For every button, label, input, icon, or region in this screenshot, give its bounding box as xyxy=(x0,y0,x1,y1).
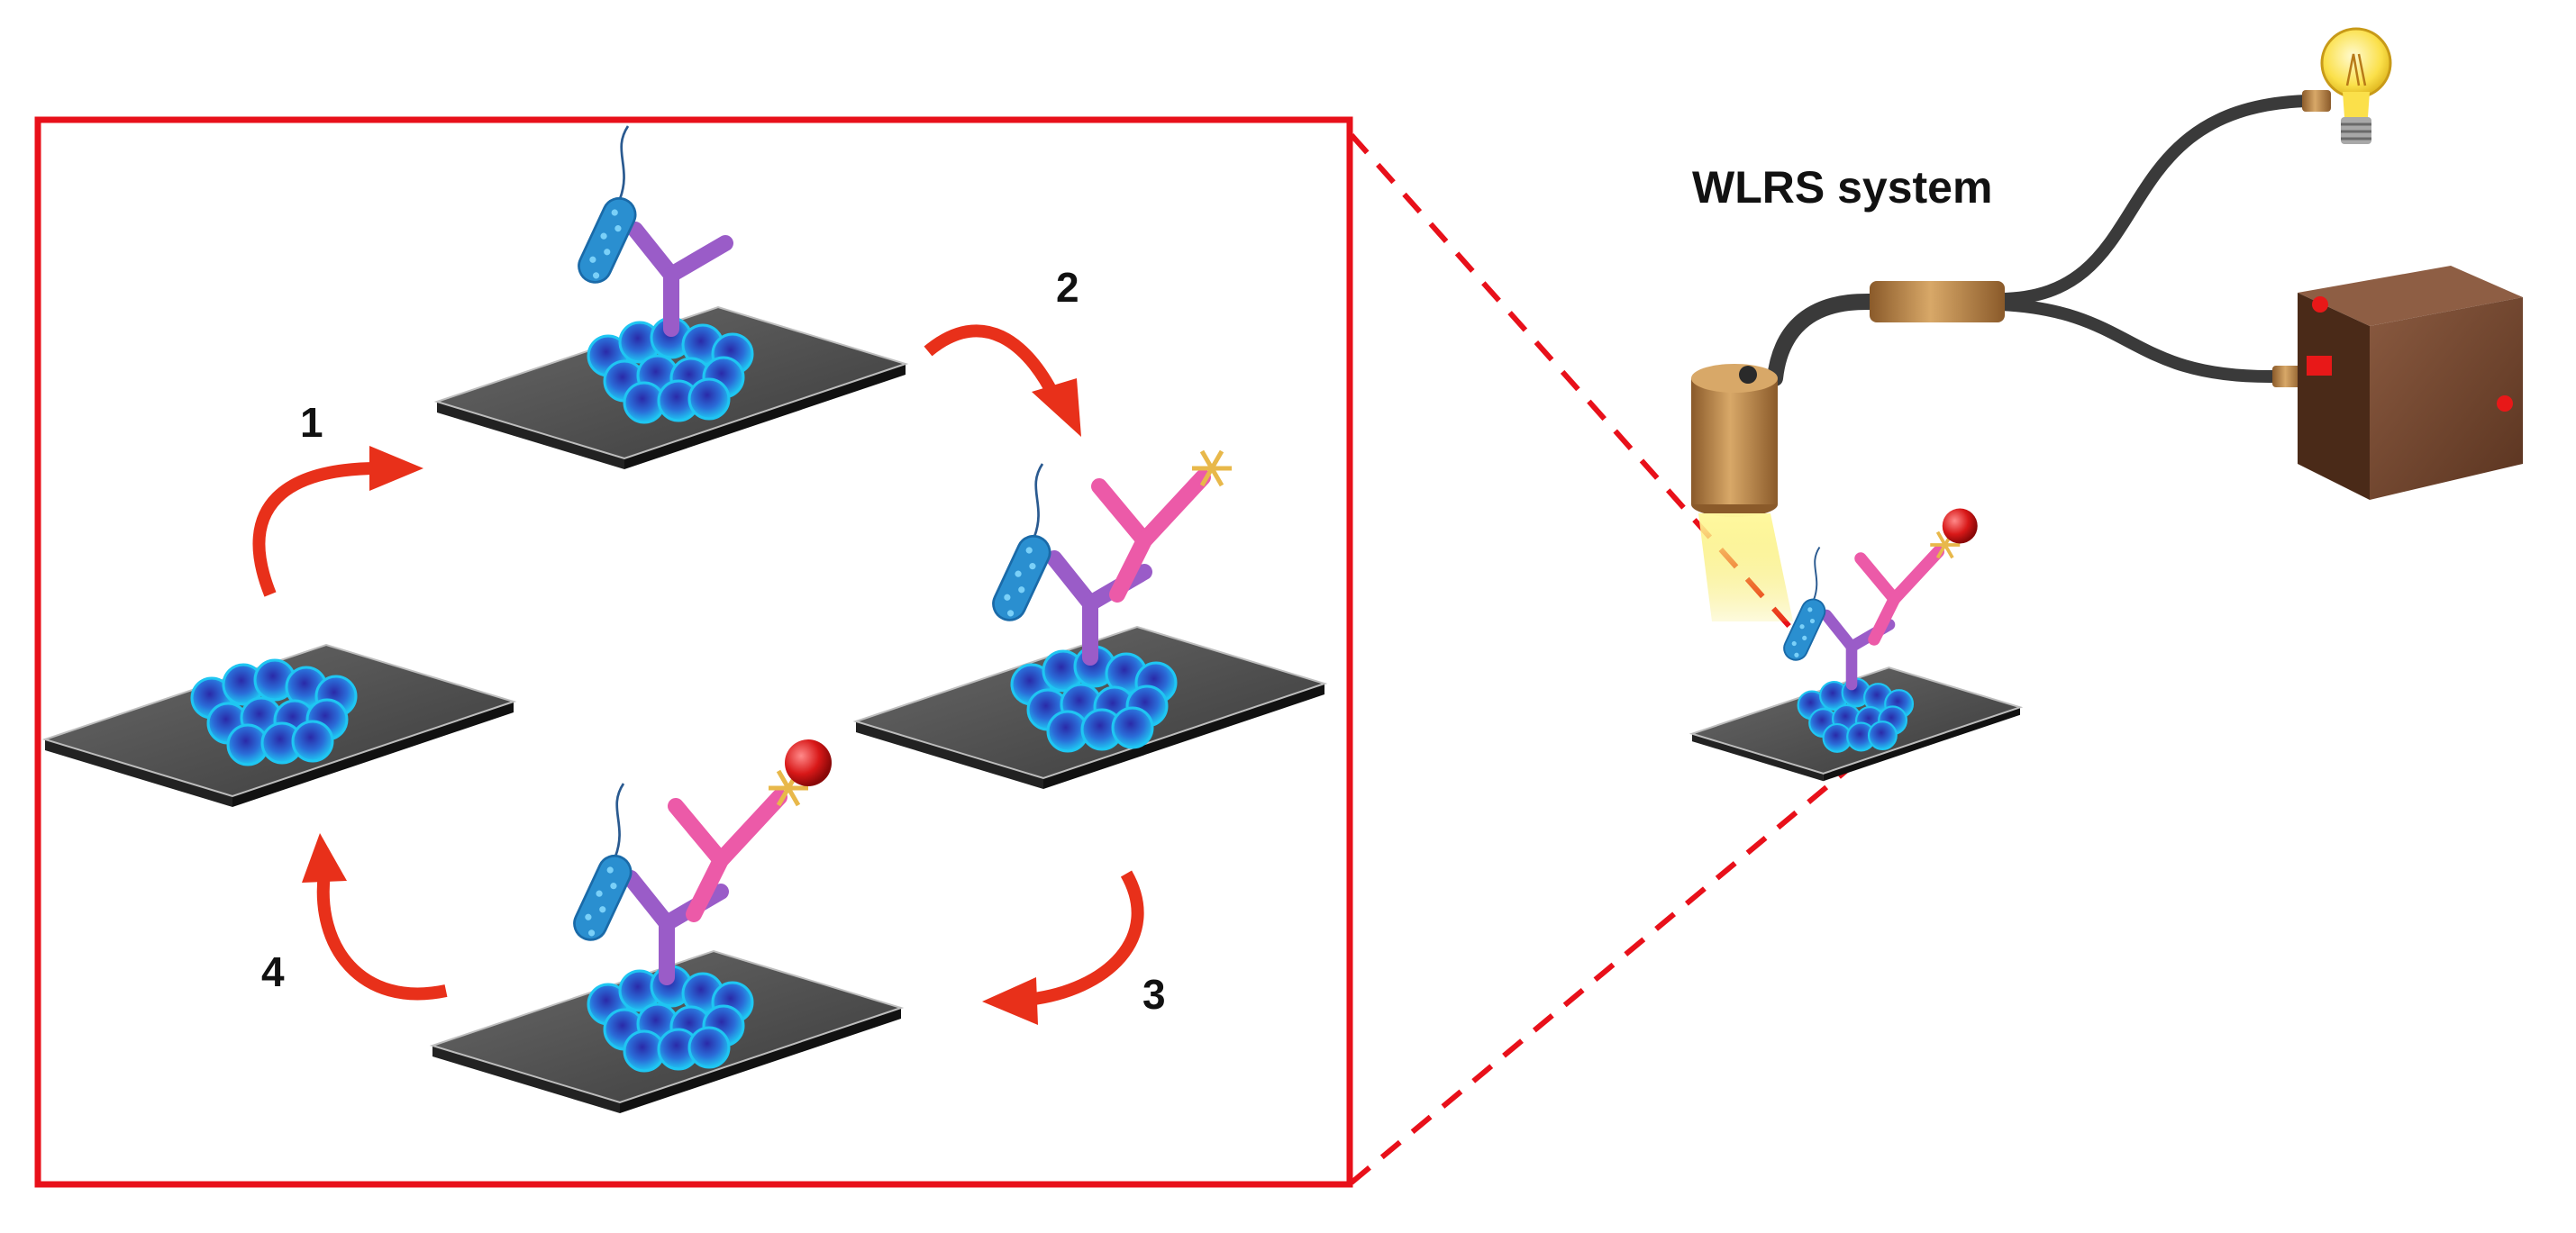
detection-antibody-complex xyxy=(1091,449,1232,603)
nanoparticle-cluster xyxy=(587,965,754,1073)
chip-step-2 xyxy=(852,449,1328,789)
cycle-arrow-1-head xyxy=(369,446,423,491)
fiber-cable-lower xyxy=(1994,298,2281,384)
chip-step-3 xyxy=(429,739,905,1113)
nanoparticle-cluster xyxy=(1010,645,1178,753)
capture-antibody xyxy=(627,222,733,337)
spectrometer-box-icon xyxy=(2298,266,2523,500)
box-connector xyxy=(2272,366,2301,387)
cycle-arrow-3 xyxy=(1026,870,1144,1006)
step-number-3: 3 xyxy=(1142,971,1166,1018)
fiber-cable-upper xyxy=(1994,95,2313,305)
nanoparticle-cluster xyxy=(190,658,358,766)
detection-antibody-complex xyxy=(668,739,832,922)
label-star xyxy=(1192,449,1232,487)
bacterium xyxy=(1783,546,1826,661)
cycle-arrow-2-head xyxy=(1032,378,1081,437)
cycle-arrow-1 xyxy=(252,462,379,597)
cycle-arrow-2 xyxy=(924,324,1060,400)
chip-step-1 xyxy=(433,125,909,469)
cycle-arrow-3-head xyxy=(982,977,1038,1025)
fiber-cable-icon xyxy=(1767,293,1882,386)
label-particle xyxy=(1942,508,1978,544)
label-particle xyxy=(785,739,832,786)
fiber-splitter xyxy=(1870,281,2005,322)
optical-probe-icon xyxy=(1691,364,1778,517)
bacterium xyxy=(578,125,637,284)
bacterium xyxy=(573,783,633,941)
bacterium xyxy=(992,463,1051,621)
nanoparticle-cluster xyxy=(587,316,754,424)
zoom-line-bottom xyxy=(1350,700,1930,1185)
cycle-arrow-4-head xyxy=(302,833,347,883)
chip-step-0 xyxy=(41,643,517,807)
step-number-2: 2 xyxy=(1056,264,1079,311)
step-number-1: 1 xyxy=(300,399,323,446)
wlrs-system-label: WLRS system xyxy=(1692,162,1992,213)
bulb-connector xyxy=(2302,90,2331,112)
chip-under-probe xyxy=(1689,508,2024,782)
cycle-arrow-4 xyxy=(316,873,448,1001)
process-frame xyxy=(34,116,1353,1188)
step-number-4: 4 xyxy=(261,948,285,995)
light-beam xyxy=(1698,513,1793,621)
zoom-line-top xyxy=(1349,133,1796,632)
detection-antibody-complex xyxy=(1854,508,1978,646)
nanoparticle-cluster xyxy=(1797,677,1915,753)
light-bulb-icon xyxy=(2320,27,2392,144)
